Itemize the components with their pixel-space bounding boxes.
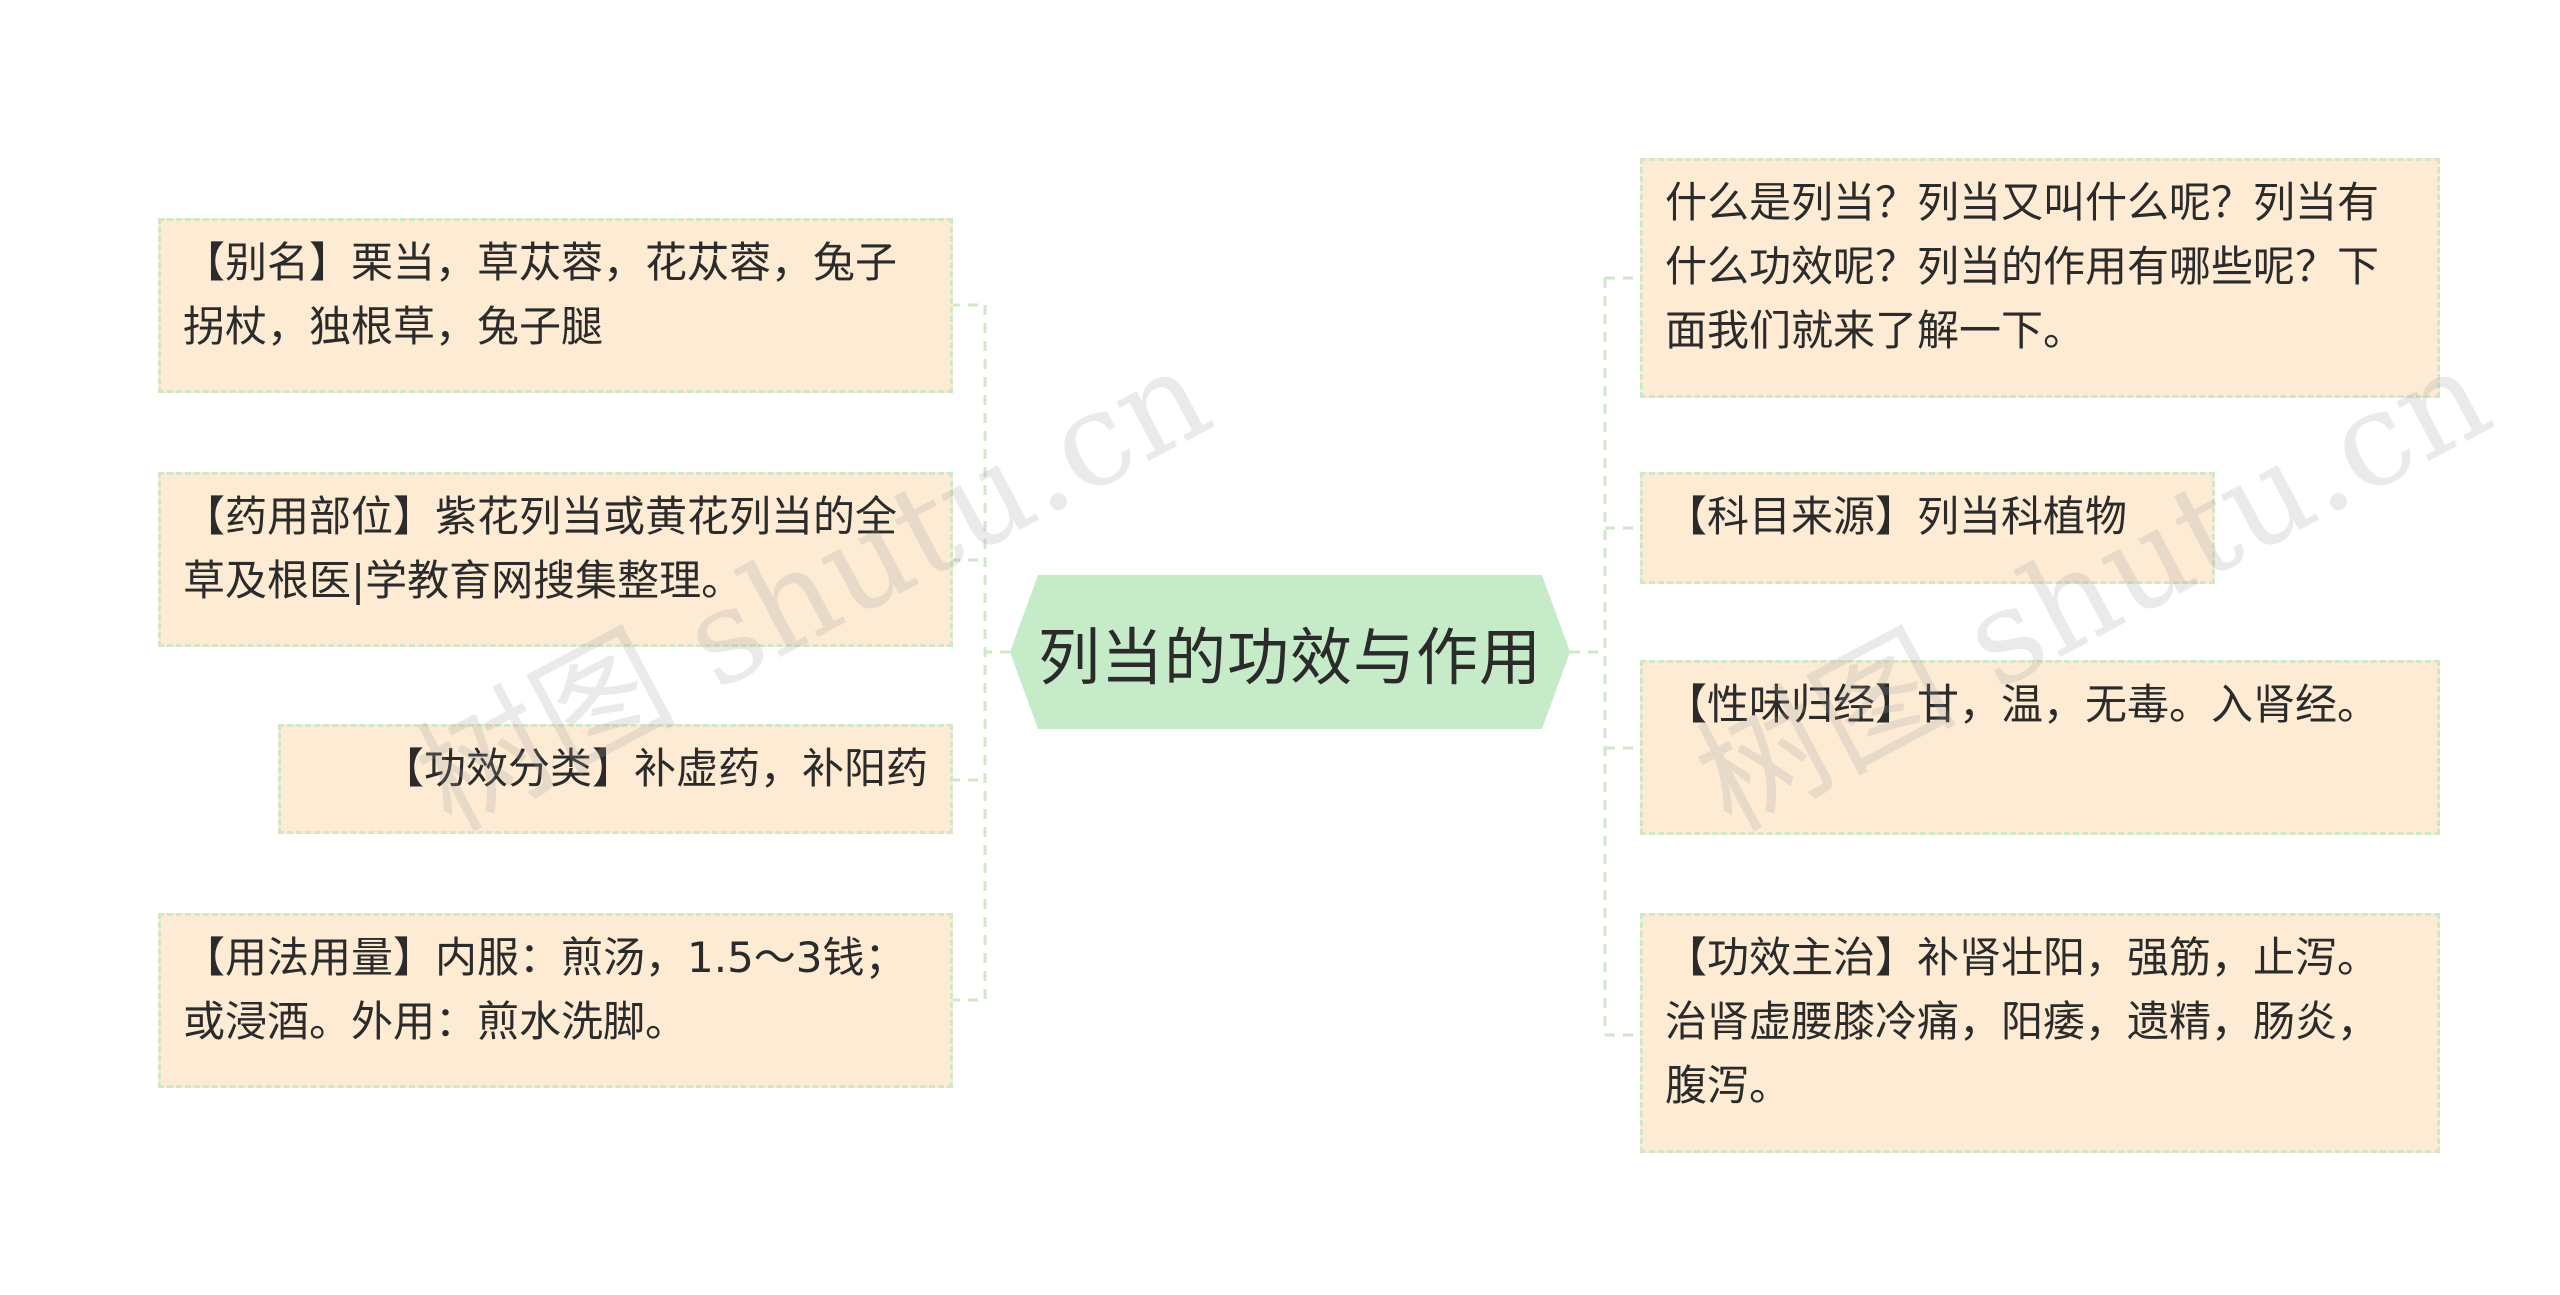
left-node-dosage-text: 【用法用量】内服：煎汤，1.5～3钱；或浸酒。外用：煎水洗脚。 — [183, 933, 907, 1046]
left-node-alias[interactable]: 【别名】栗当，草苁蓉，花苁蓉，兔子拐杖，独根草，兔子腿 — [158, 218, 953, 393]
left-node-dosage[interactable]: 【用法用量】内服：煎汤，1.5～3钱；或浸酒。外用：煎水洗脚。 — [158, 913, 953, 1088]
right-node-intro-text: 什么是列当？列当又叫什么呢？列当有什么功效呢？列当的作用有哪些呢？下面我们就来了… — [1665, 178, 2380, 355]
left-node-category[interactable]: 【功效分类】补虚药，补阳药 — [278, 724, 953, 834]
right-node-nature-meridian-text: 【性味归经】甘，温，无毒。入肾经。 — [1665, 680, 2380, 729]
left-node-alias-text: 【别名】栗当，草苁蓉，花苁蓉，兔子拐杖，独根草，兔子腿 — [183, 238, 898, 351]
central-topic[interactable]: 列当的功效与作用 — [1010, 575, 1570, 729]
right-node-indications-text: 【功效主治】补肾壮阳，强筋，止泻。治肾虚腰膝冷痛，阳痿，遗精，肠炎，腹泻。 — [1665, 933, 2380, 1110]
central-topic-label: 列当的功效与作用 — [1037, 621, 1542, 694]
left-node-category-text: 【功效分类】补虚药，补阳药 — [381, 744, 928, 793]
left-node-medicinal-part[interactable]: 【药用部位】紫花列当或黄花列当的全草及根医|学教育网搜集整理。 — [158, 472, 953, 647]
left-node-medicinal-part-text: 【药用部位】紫花列当或黄花列当的全草及根医|学教育网搜集整理。 — [183, 492, 898, 605]
right-node-nature-meridian[interactable]: 【性味归经】甘，温，无毒。入肾经。 — [1640, 660, 2440, 835]
right-node-intro[interactable]: 什么是列当？列当又叫什么呢？列当有什么功效呢？列当的作用有哪些呢？下面我们就来了… — [1640, 158, 2440, 398]
right-node-source-text: 【科目来源】列当科植物 — [1665, 492, 2128, 541]
right-node-indications[interactable]: 【功效主治】补肾壮阳，强筋，止泻。治肾虚腰膝冷痛，阳痿，遗精，肠炎，腹泻。 — [1640, 913, 2440, 1153]
right-node-source[interactable]: 【科目来源】列当科植物 — [1640, 472, 2215, 584]
